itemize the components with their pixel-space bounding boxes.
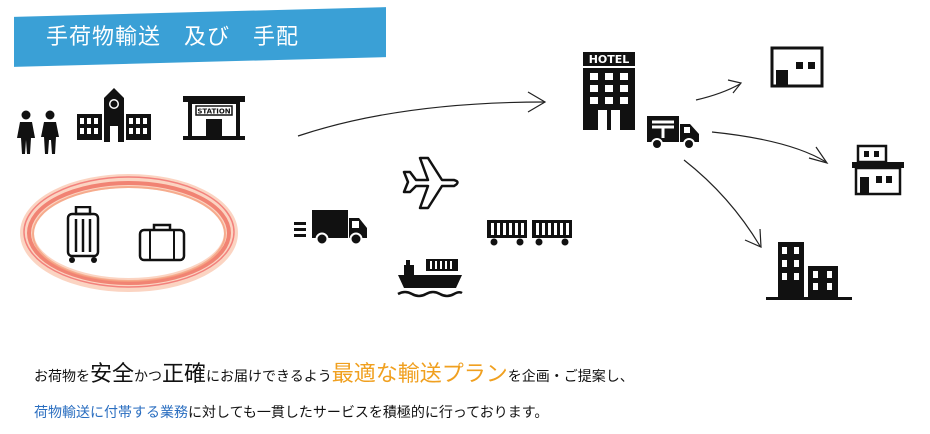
travelers-icon [17, 110, 59, 154]
desc-text: かつ [134, 369, 163, 385]
desc-highlight-services: 荷物輸送に付帯する業務 [34, 405, 188, 421]
freight-train-icon [487, 220, 572, 246]
banner-title: 手荷物輸送 及び 手配 [46, 25, 300, 50]
arrow-to-office [683, 159, 761, 247]
description-line-1: お荷物を安全かつ正確にお届けできるよう最適な輸送プランを企画・ご提案し、 [34, 356, 634, 388]
station-sign-label: STATION [197, 108, 230, 116]
desc-emphasis-safe: 安全 [90, 362, 135, 387]
warehouse-icon [770, 46, 824, 88]
station-icon: STATION [183, 96, 245, 140]
suitcase-icon [66, 206, 100, 263]
airplane-icon [402, 156, 459, 210]
arrow-to-hotel [297, 101, 546, 137]
desc-text: にお届けできるよう [206, 369, 332, 385]
cargo-ship-icon [397, 259, 463, 298]
desc-text: に対しても一貫したサービスを積極的に行っております。 [188, 405, 549, 421]
desc-text: お荷物を [34, 369, 90, 385]
arrow-to-house [711, 131, 827, 163]
desc-emphasis-accurate: 正確 [162, 362, 207, 387]
desc-text: を企画・ご提案し、 [507, 369, 634, 385]
hotel-icon: HOTEL [583, 52, 635, 130]
hotel-sign-label: HOTEL [589, 53, 630, 66]
delivery-truck-icon [294, 210, 367, 246]
bag-icon [138, 223, 186, 262]
desc-highlight-plan: 最適な輸送プラン [331, 362, 508, 387]
school-icon [77, 88, 151, 142]
house-icon [852, 144, 904, 196]
arrow-to-warehouse [695, 83, 741, 101]
postal-truck-icon [647, 116, 699, 150]
luggage-highlight-ring [20, 174, 238, 292]
description-line-2: 荷物輸送に付帯する業務に対しても一貫したサービスを積極的に行っております。 [34, 402, 548, 422]
office-building-icon [766, 242, 852, 300]
